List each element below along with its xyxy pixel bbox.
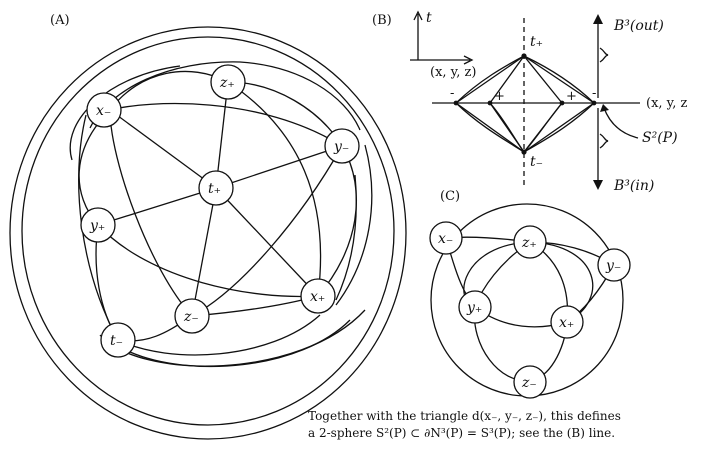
t-axis-label: t xyxy=(426,10,432,26)
node-a-y-minus: y₋ xyxy=(324,128,360,164)
node-c-y-plus: y₊ xyxy=(458,290,492,324)
panel-a-spokes xyxy=(97,81,343,317)
svg-text:z₊: z₊ xyxy=(219,75,235,91)
svg-text:y₋: y₋ xyxy=(605,258,621,274)
t-minus-label: t₋ xyxy=(530,154,543,170)
node-a-x-plus: x₊ xyxy=(300,278,336,314)
panel-c-label: (C) xyxy=(440,189,460,204)
panel-b-label: (B) xyxy=(372,13,392,28)
svg-text:y₊: y₊ xyxy=(89,218,105,234)
node-a-z-plus: z₊ xyxy=(210,64,246,100)
node-a-z-minus: z₋ xyxy=(174,298,210,334)
sign-inner-right: + xyxy=(566,89,577,104)
b-out-label: B³(out) xyxy=(613,18,664,34)
svg-text:z₋: z₋ xyxy=(183,309,199,325)
svg-text:x₊: x₊ xyxy=(559,315,574,331)
panel-a-label: (A) xyxy=(50,13,70,28)
node-c-z-minus: z₋ xyxy=(513,365,547,399)
caption-line-2: a 2-sphere S²(P) ⊂ ∂N³(P) = S³(P); see t… xyxy=(308,426,616,440)
node-a-t-minus: t₋ xyxy=(100,322,136,358)
sign-inner-left: + xyxy=(494,89,505,104)
t-plus-label: t₊ xyxy=(530,34,543,50)
b-in-brace xyxy=(599,133,609,149)
svg-text:z₋: z₋ xyxy=(521,375,537,391)
panel-a: (A) xyxy=(9,13,407,440)
svg-text:y₋: y₋ xyxy=(333,139,349,155)
figure-caption: Together with the triangle d(x₋, y₋, z₋)… xyxy=(308,408,706,442)
b-out-brace xyxy=(599,47,609,63)
sign-outer-right: - xyxy=(592,86,596,101)
node-c-y-minus: y₋ xyxy=(597,248,631,282)
svg-text:y₊: y₊ xyxy=(466,300,482,316)
space-axis-label: (x, y, z) xyxy=(430,65,476,80)
inner-boundary xyxy=(21,36,395,426)
panel-c: (C) x₋ z₊ xyxy=(429,189,631,399)
caption-line-1: Together with the triangle d(x₋, y₋, z₋)… xyxy=(308,409,621,423)
node-a-t-plus: t₊ xyxy=(198,170,234,206)
sphere-label: S²(P) xyxy=(642,130,678,146)
node-a-y-plus: y₊ xyxy=(80,207,116,243)
node-a-x-minus: x₋ xyxy=(86,92,122,128)
svg-text:x₋: x₋ xyxy=(438,231,453,247)
diamonds xyxy=(454,54,596,154)
b-in-label: B³(in) xyxy=(613,178,654,194)
svg-text:z₊: z₊ xyxy=(521,235,537,251)
panel-b: (B) t (x, y, z) (x, y, z xyxy=(372,10,688,194)
svg-text:x₊: x₊ xyxy=(310,289,325,305)
svg-text:t₋: t₋ xyxy=(110,333,123,349)
outer-boundary xyxy=(9,26,407,440)
node-c-z-plus: z₊ xyxy=(513,225,547,259)
coordinate-frame: t (x, y, z) xyxy=(410,10,476,80)
svg-text:t₊: t₊ xyxy=(208,181,221,197)
sign-outer-left: - xyxy=(450,86,454,101)
node-c-x-plus: x₊ xyxy=(550,305,584,339)
vertex-dots xyxy=(453,53,597,155)
space-axis-right-label: (x, y, z xyxy=(646,96,688,111)
sphere-pointer xyxy=(603,107,639,139)
node-c-x-minus: x₋ xyxy=(429,221,463,255)
svg-text:x₋: x₋ xyxy=(96,103,111,119)
